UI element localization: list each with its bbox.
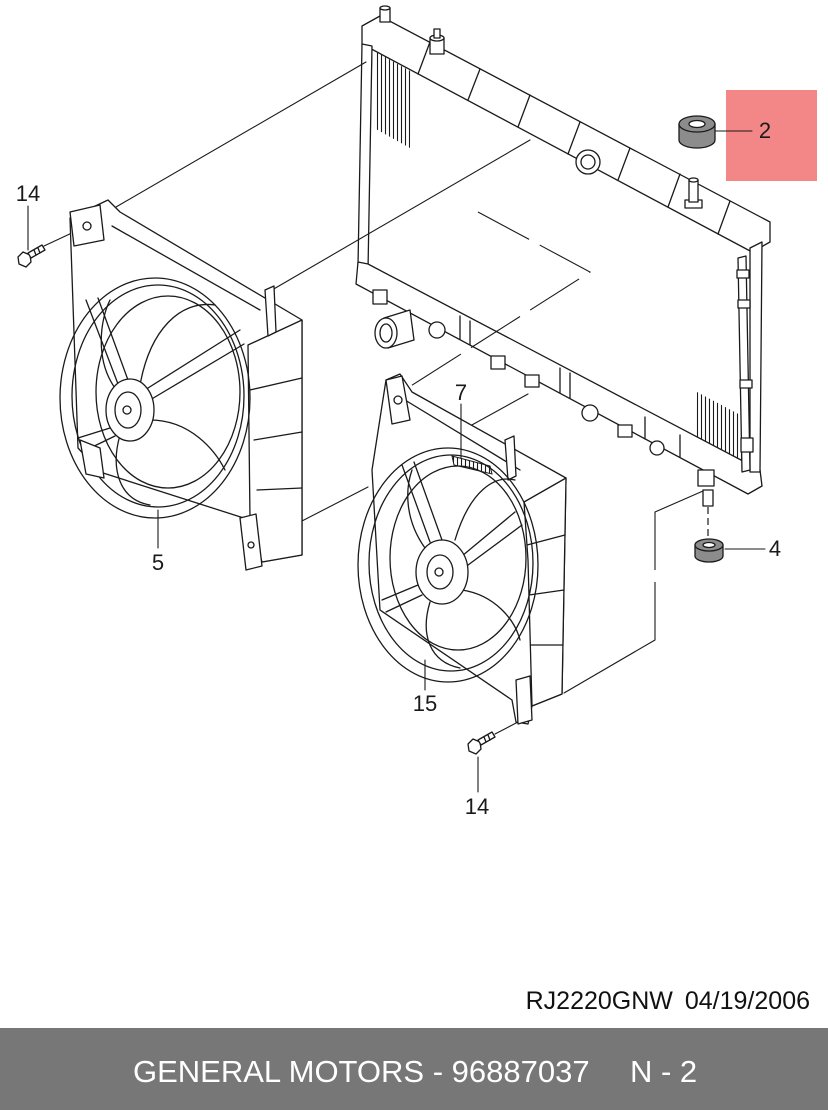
bottom-tank-boss	[649, 440, 665, 456]
side-pipe-clamp	[736, 269, 750, 279]
top-fitting-cap	[379, 5, 391, 11]
radiator-right-rail	[749, 241, 763, 473]
outlet-port-inner	[580, 154, 596, 170]
upper-grommet-hole	[688, 119, 706, 129]
left-shroud-top-rail	[111, 225, 261, 311]
assembly-line	[299, 486, 369, 523]
footer-page-code: N - 2	[630, 1054, 698, 1089]
filler-neck-tip	[433, 28, 441, 39]
assembly-lines	[43, 61, 704, 735]
side-pipe-clamp	[737, 299, 751, 309]
drawing-date: 04/19/2006	[684, 987, 810, 1015]
right-bracket-hole	[393, 395, 403, 405]
left-fan-ring-outer	[59, 277, 251, 519]
radiator-outlet-port	[575, 149, 601, 175]
callout-fan-left: 5	[152, 550, 164, 575]
left-bracket-hole	[82, 221, 92, 231]
callout-leaders	[27, 130, 766, 793]
upper-pin-shaft	[688, 179, 699, 203]
lower-bolt-head	[467, 738, 482, 755]
callout-fan-right: 15	[413, 691, 437, 716]
callout-bolt-lower: 14	[465, 794, 489, 819]
right-fan-ring-outer	[357, 447, 539, 683]
radiator	[355, 5, 771, 507]
left-shroud-ribs	[249, 377, 303, 491]
bottom-tank-clip	[524, 374, 540, 388]
right-fan-shaft	[434, 567, 444, 577]
assembly-line	[394, 211, 592, 397]
right-fan-struts	[381, 461, 523, 613]
right-shroud-top-rail	[404, 399, 521, 471]
lower-bolt-shank	[477, 731, 496, 746]
left-fan-opening	[95, 295, 241, 489]
left-fan-ring-inner	[71, 284, 245, 508]
radiator-lower-mount-pin	[702, 489, 714, 507]
radiator-filler-neck	[429, 28, 445, 55]
side-pipe-clamp	[739, 379, 753, 389]
right-shroud-top-tab	[504, 435, 517, 481]
left-shroud-top-tab	[264, 285, 277, 337]
right-fan-blades	[407, 469, 521, 669]
exploded-parts-diagram: 14 2 5 7 4 15 14	[16, 5, 817, 819]
top-tank-ribs	[417, 41, 731, 235]
callout-bolt-upper: 14	[16, 181, 40, 206]
right-shroud-bottom-tab	[515, 675, 533, 725]
right-fan-ring-inner	[368, 454, 534, 672]
assembly-line	[563, 639, 656, 694]
lower-grommet-hole	[702, 541, 716, 549]
bottom-tank-boss	[581, 404, 599, 422]
footer-bar: GENERAL MOTORS - 96887037 N - 2	[0, 1028, 828, 1110]
left-fan-assembly	[59, 199, 303, 571]
radiator-fins-left	[374, 52, 412, 148]
drawing-code: RJ2220GNW	[525, 987, 673, 1015]
radiator-top-fitting	[379, 5, 391, 23]
assembly-line	[271, 139, 531, 291]
radiator-bottom-bracket	[697, 469, 715, 487]
radiator-upper-mount-pin	[684, 177, 703, 209]
lower-bolt-threads	[483, 734, 491, 743]
left-fan-struts	[77, 297, 245, 453]
left-fan-shaft	[122, 405, 132, 415]
assembly-line	[43, 231, 75, 247]
upper-mounting-bolt	[17, 244, 46, 268]
drawing-reference: RJ2220GNW 04/19/2006	[526, 986, 810, 1016]
radiator-drain-plug	[428, 321, 446, 339]
assembly-line	[115, 61, 367, 208]
inlet-pipe-bore	[379, 323, 393, 343]
lower-mounting-bolt	[467, 731, 496, 755]
upper-rubber-grommet	[678, 115, 716, 149]
bottom-tank-clip	[617, 424, 633, 438]
highlight-box	[726, 90, 817, 181]
radiator-side-pipe	[737, 255, 751, 473]
upper-bolt-head	[17, 251, 32, 268]
callout-grommet-lower: 4	[769, 536, 781, 561]
right-fan-assembly	[357, 373, 567, 725]
bottom-tank-ribs	[459, 315, 681, 458]
left-bottom-tab-hole	[247, 541, 255, 549]
lower-rubber-grommet	[694, 538, 724, 563]
upper-pin-top	[688, 177, 699, 183]
radiator-inlet-pipe	[374, 309, 415, 349]
assembly-line	[469, 393, 529, 427]
radiator-bottom-tank	[355, 261, 763, 495]
upper-bolt-shank	[27, 244, 46, 259]
callout-fan-connector: 7	[455, 380, 467, 405]
footer-title: GENERAL MOTORS - 96887037	[133, 1054, 590, 1089]
upper-bolt-threads	[33, 247, 41, 256]
right-fan-wire-connector	[451, 455, 493, 475]
left-fan-blades	[100, 299, 226, 506]
bottom-tank-clip	[372, 289, 388, 305]
bottom-tank-clip	[490, 355, 506, 370]
assembly-line	[654, 490, 704, 513]
side-pipe-clamp	[740, 437, 754, 453]
assembly-line	[494, 721, 519, 735]
left-shroud-lower-tab	[79, 439, 105, 479]
callout-grommet-upper: 2	[759, 118, 771, 143]
